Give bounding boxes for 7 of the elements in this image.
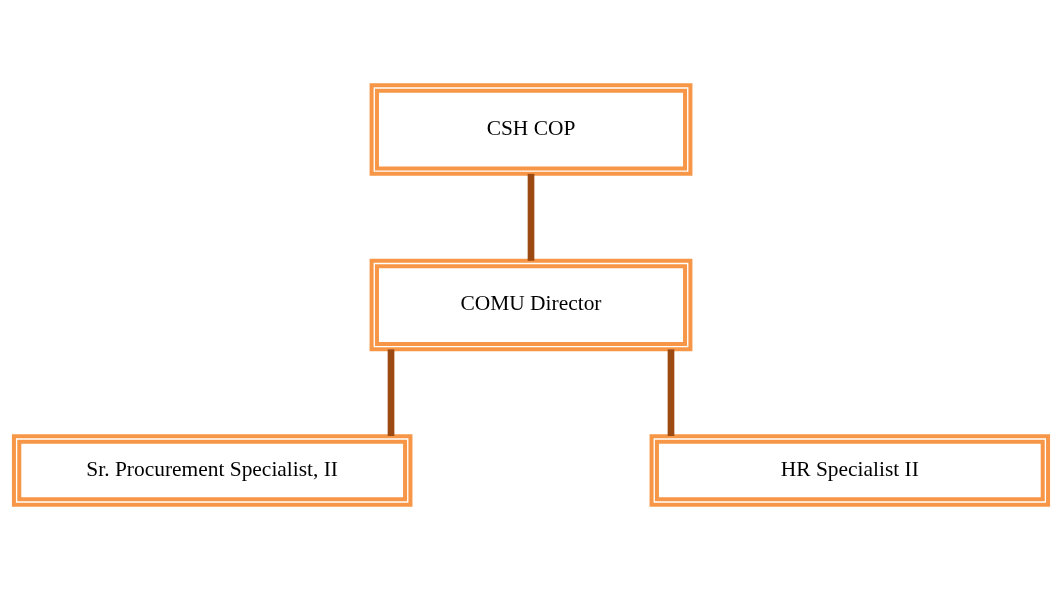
node-box: HR Specialist II <box>649 433 1051 507</box>
node-box: Sr. Procurement Specialist, II <box>11 433 413 507</box>
connector <box>387 348 395 436</box>
connector <box>527 173 535 261</box>
connector <box>667 348 675 436</box>
node-box: COMU Director <box>369 258 693 351</box>
node-box: CSH COP <box>369 82 693 176</box>
